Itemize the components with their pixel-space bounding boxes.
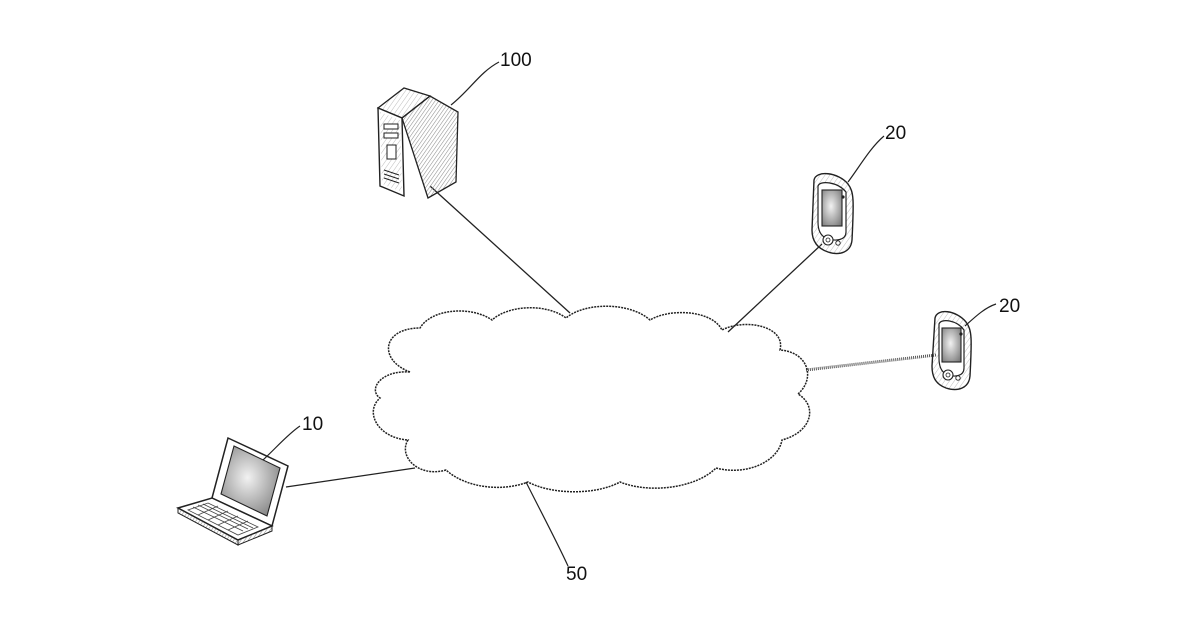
label-server: 100 bbox=[500, 50, 532, 71]
label-mobile-right: 20 bbox=[999, 296, 1020, 317]
handheld-device-icon-right bbox=[932, 312, 971, 390]
edge-mobile-right-network bbox=[806, 355, 936, 370]
label-network: 50 bbox=[566, 564, 587, 585]
cloud-network-icon bbox=[373, 306, 809, 492]
laptop-icon bbox=[178, 438, 288, 545]
edge-laptop-network bbox=[286, 468, 415, 487]
handheld-device-icon-top bbox=[812, 174, 853, 254]
server-tower-icon bbox=[378, 88, 458, 198]
edge-mobile-top-network bbox=[728, 244, 822, 332]
label-laptop: 10 bbox=[302, 414, 323, 435]
edge-server-network bbox=[430, 186, 570, 313]
label-mobile-top: 20 bbox=[885, 123, 906, 144]
